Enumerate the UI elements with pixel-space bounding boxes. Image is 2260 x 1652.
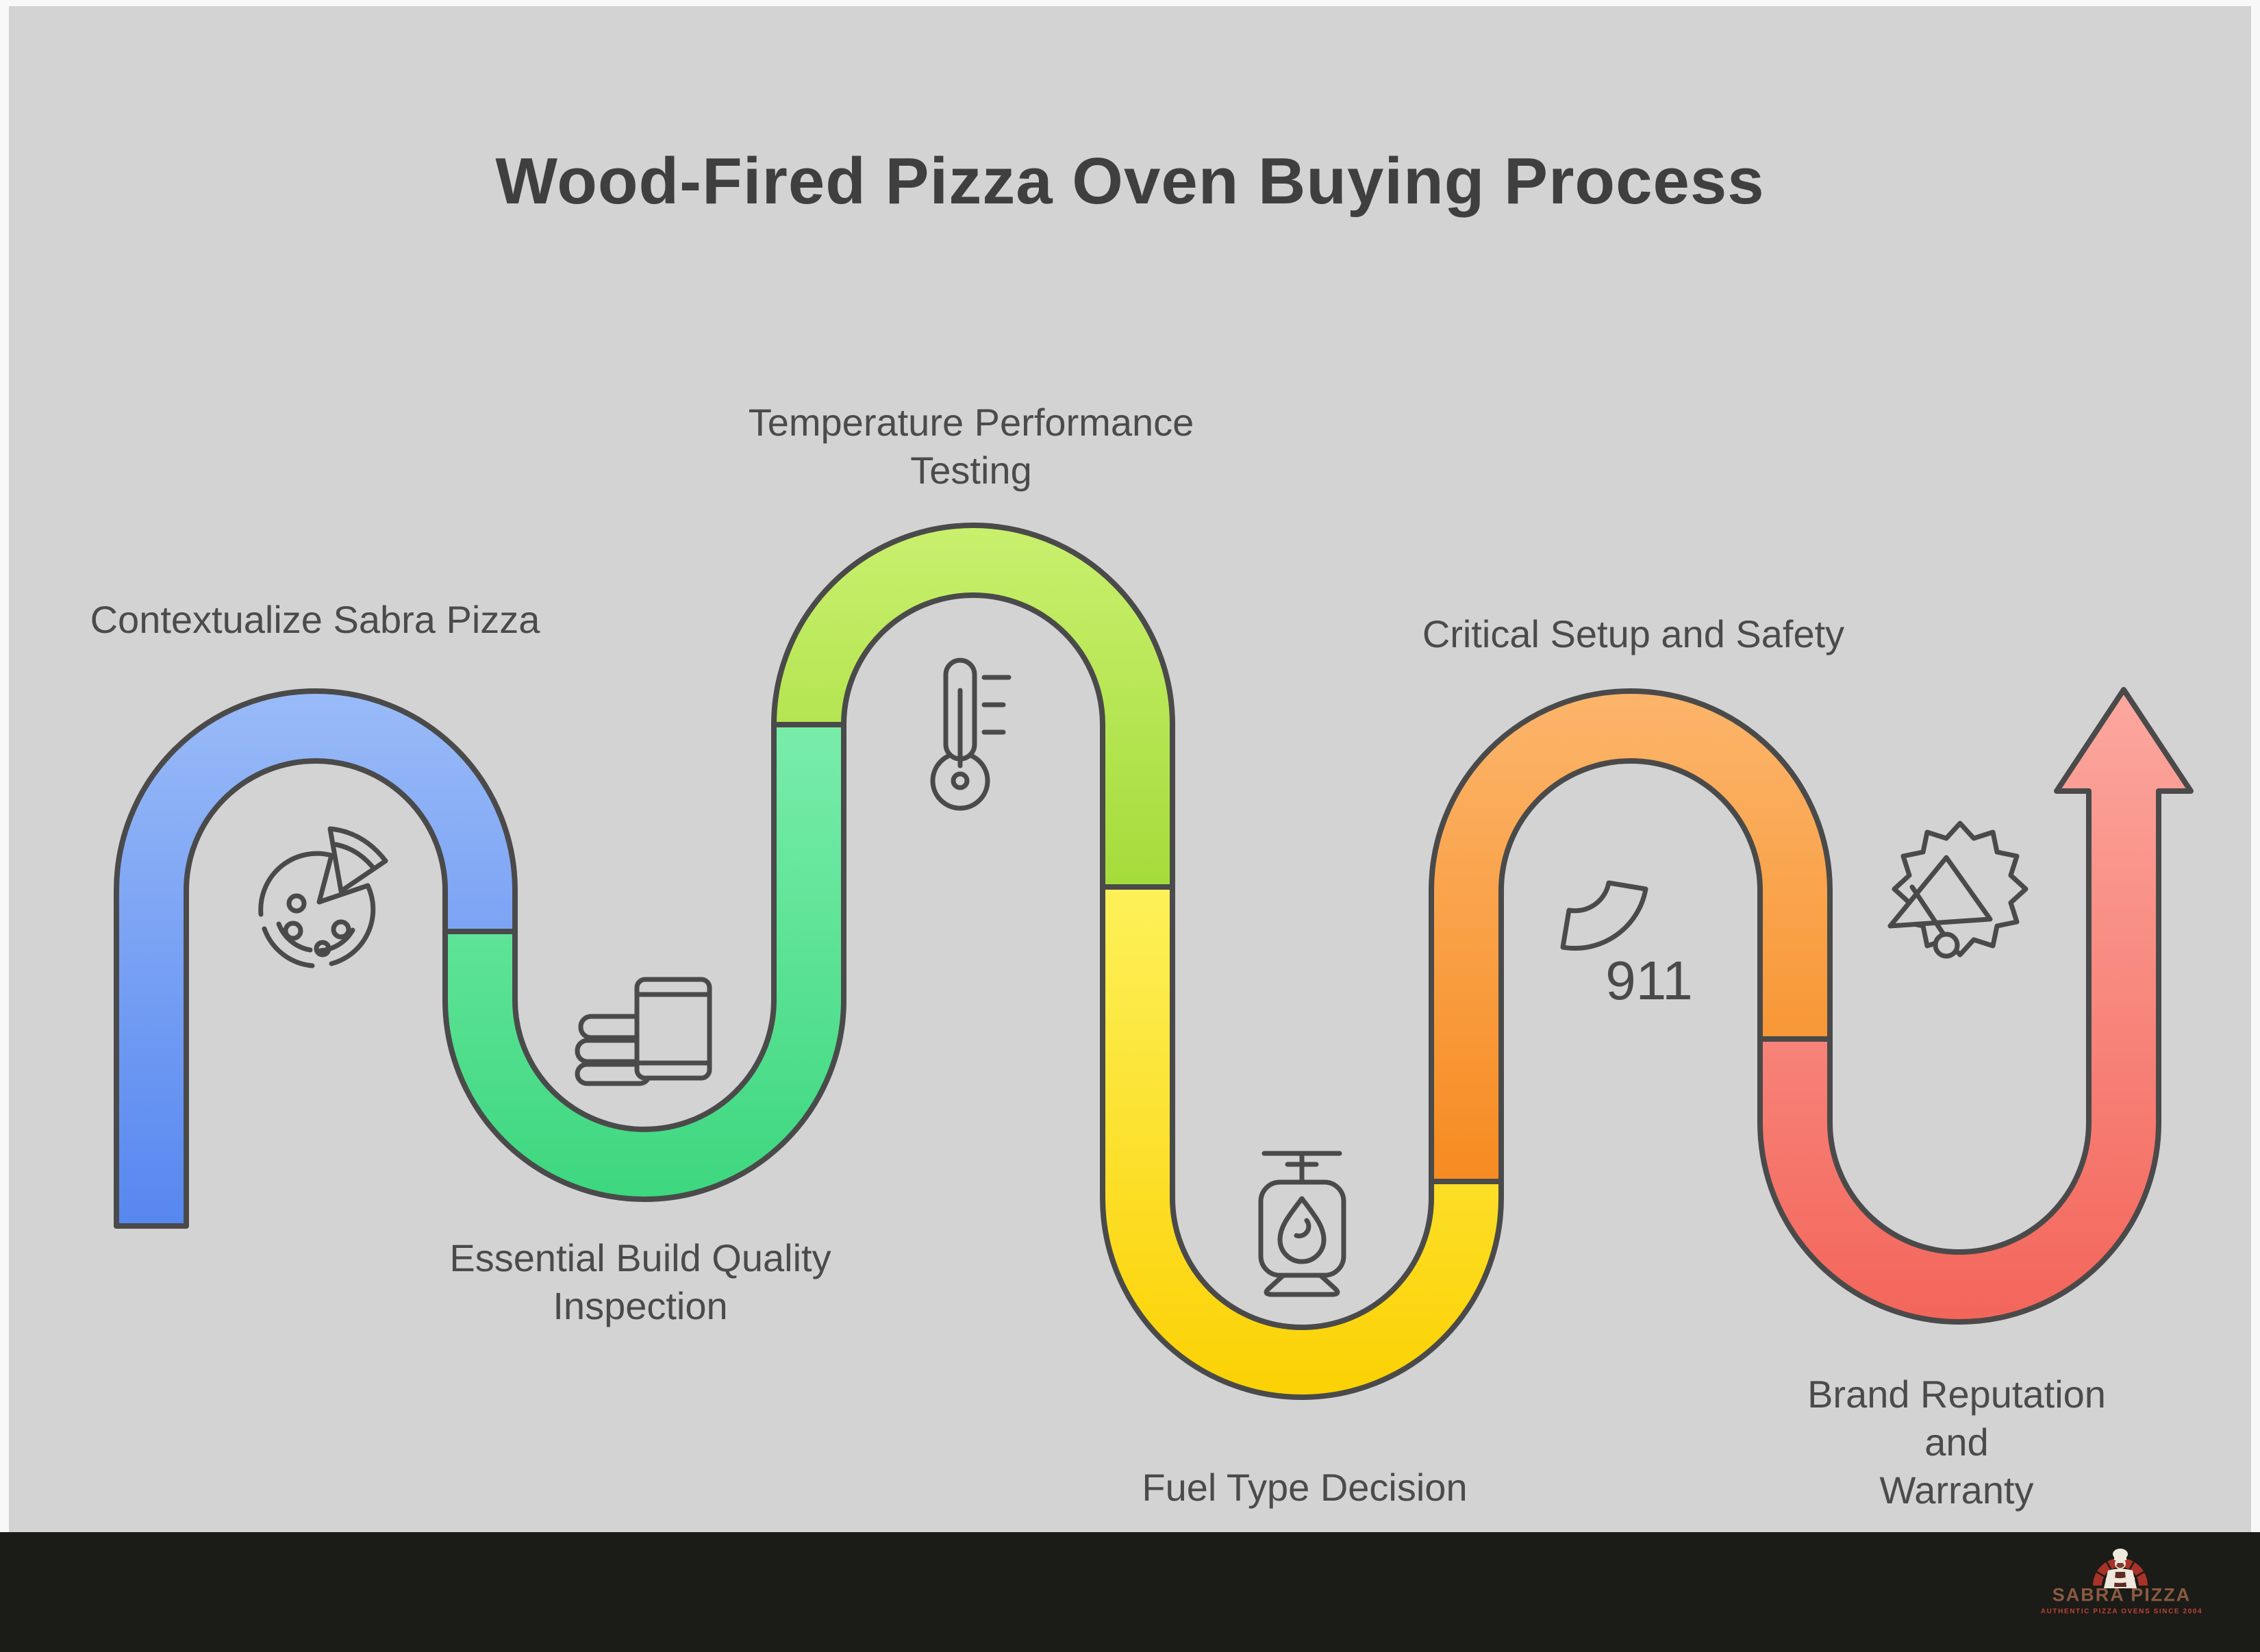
segment-green-u [442, 722, 846, 1202]
gas-tank-icon [1258, 1151, 1346, 1297]
step-label-build-quality: Essential Build Quality Inspection [449, 1236, 831, 1327]
thermometer-icon [930, 658, 1012, 811]
pizza-icon [258, 826, 388, 968]
step-label-fuel-type: Fuel Type Decision [1142, 1466, 1468, 1509]
snake-path [114, 523, 2194, 1400]
segment-blue-arch [114, 688, 518, 1229]
segment-lime-arch [771, 523, 1175, 890]
megaphone-icon [1887, 821, 2029, 959]
page-title: Wood-Fired Pizza Oven Buying Process [495, 145, 1765, 218]
footer-bar [0, 1532, 2260, 1652]
logo-brick-arch-icon [2093, 1557, 2148, 1586]
sabra-pizza-logo [2093, 1549, 2148, 1588]
step-label-setup-safety: Critical Setup and Safety [1422, 612, 1845, 655]
segment-orange-arch [1429, 688, 1833, 1184]
emergency-phone-icon [1560, 880, 1648, 951]
logo-chef-icon [2104, 1549, 2137, 1588]
logo-brand-text: SABRA PIZZA [2052, 1584, 2192, 1605]
step-label-brand-warranty: Brand Reputation and Warranty [1807, 1373, 2106, 1512]
emergency-number-text: 911 [1605, 950, 1693, 1011]
logo-tagline-text: AUTHENTIC PIZZA OVENS SINCE 2004 [2040, 1607, 2203, 1616]
segment-yellow-u [1100, 884, 1504, 1400]
step-label-contextualize: Contextualize Sabra Pizza [90, 598, 540, 641]
step-label-temperature: Temperature Performance Testing [748, 401, 1194, 492]
materials-stack-icon [575, 977, 712, 1086]
segment-red-u-arrow [1757, 687, 2194, 1325]
